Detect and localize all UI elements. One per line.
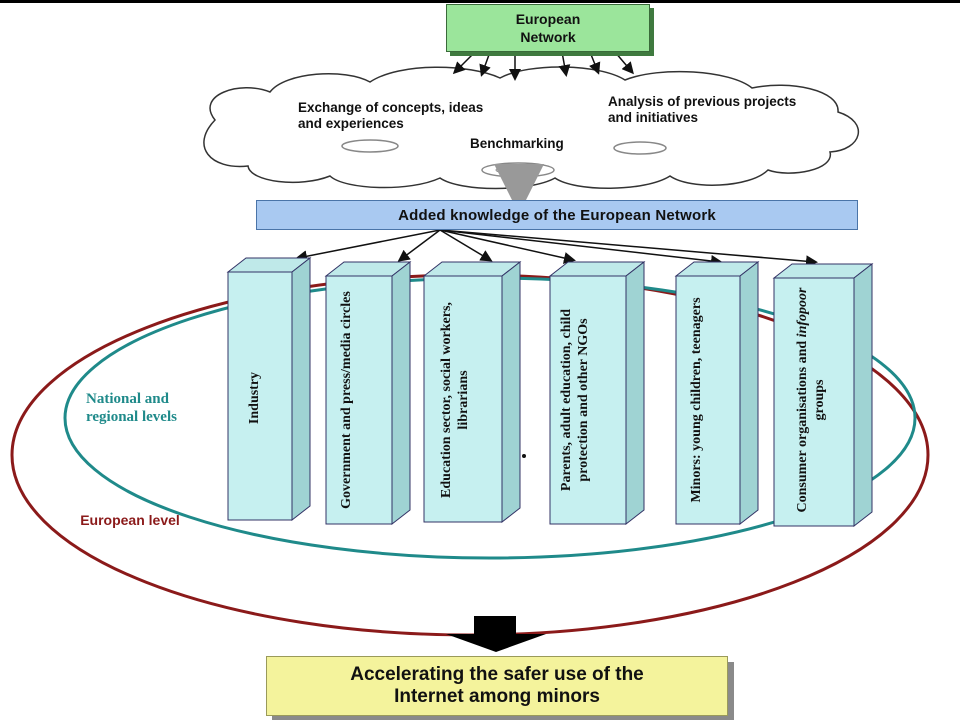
result-label: Accelerating the safer use of the Intern… <box>350 664 644 707</box>
bar-to-columns-arrows <box>295 229 818 268</box>
column-label-consumer-italic: infopoor <box>795 287 810 338</box>
column-label-minors: Minors: young children, teenagers <box>689 297 704 503</box>
column-label-consumer-prefix: Consumer organisations and <box>795 337 810 513</box>
european-network-label: European Network <box>515 11 581 45</box>
result-arrow <box>446 616 546 652</box>
column-label-consumer-suffix: groups <box>812 379 827 421</box>
column-label-government: Government and press/media circles <box>339 291 354 509</box>
cloud-exchange-text: Exchange of concepts, ideas and experien… <box>298 100 484 131</box>
european-level-label: European level <box>80 512 180 528</box>
european-network-box: European Network <box>446 4 650 52</box>
result-box: Accelerating the safer use of the Intern… <box>266 656 728 716</box>
national-level-label: National and regional levels <box>86 391 177 425</box>
added-knowledge-label: Added knowledge of the European Network <box>398 206 716 224</box>
cloud-benchmarking-text: Benchmarking <box>470 136 564 151</box>
column-label-industry: Industry <box>247 371 262 425</box>
added-knowledge-bar: Added knowledge of the European Network <box>256 200 858 230</box>
column-label-consumer: Consumer organisations and infopoor grou… <box>794 280 834 520</box>
column-label-parents: Parents, adult education, child protecti… <box>559 308 591 492</box>
top-border <box>0 0 960 3</box>
column-3d-shapes <box>226 256 874 528</box>
cloud-analysis-text: Analysis of previous projects and initia… <box>608 94 797 125</box>
column-label-education: Education sector, social workers, librar… <box>439 302 471 498</box>
